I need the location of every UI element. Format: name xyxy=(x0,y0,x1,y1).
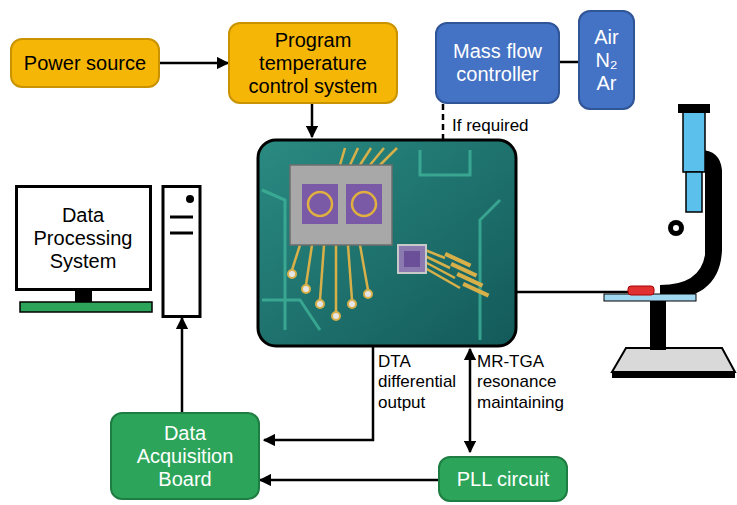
connector-arrow xyxy=(160,62,228,65)
node-text: Data Acquisition Board xyxy=(118,422,252,491)
connector-arrow xyxy=(560,61,578,64)
node-text: Power source xyxy=(18,52,152,75)
text-group: Air N₂ Ar xyxy=(587,26,627,95)
node-text: Program temperature control system xyxy=(236,29,390,98)
pcb-photo xyxy=(258,140,516,346)
signal-label: If required xyxy=(452,116,552,136)
microscope xyxy=(604,104,735,378)
connector-line xyxy=(264,346,373,440)
process-box: Mass flow controller xyxy=(435,22,560,104)
connector-arrow xyxy=(260,479,438,482)
text-group: Program temperature control system xyxy=(236,29,390,98)
connector-line xyxy=(469,349,472,452)
connector-line xyxy=(516,291,640,294)
node-text: Air N₂ Ar xyxy=(587,26,627,95)
process-box: Program temperature control system xyxy=(228,22,398,104)
gas-box: Air N₂ Ar xyxy=(578,10,635,110)
process-box: Power source xyxy=(10,38,160,88)
connector-line xyxy=(311,104,314,137)
signal-label: MR-TGA resonance maintaining xyxy=(477,352,577,413)
text-group: PLL circuit xyxy=(446,468,560,491)
text-group: Data Acquisition Board xyxy=(118,422,252,491)
text-group: Mass flow controller xyxy=(443,40,552,86)
text-group: Data Processing System xyxy=(22,191,144,285)
signal-label: DTA differential output xyxy=(378,352,466,413)
text-group: Power source xyxy=(18,52,152,75)
node-text: Data Processing System xyxy=(22,204,144,273)
computer: Data Processing System xyxy=(15,185,215,318)
node-text: Mass flow controller xyxy=(443,40,552,86)
dashed-line xyxy=(442,104,445,140)
process-box: PLL circuit xyxy=(438,456,568,502)
process-box: Data Acquisition Board xyxy=(110,412,260,500)
node-text: PLL circuit xyxy=(446,468,560,491)
connector-arrow xyxy=(181,318,184,412)
